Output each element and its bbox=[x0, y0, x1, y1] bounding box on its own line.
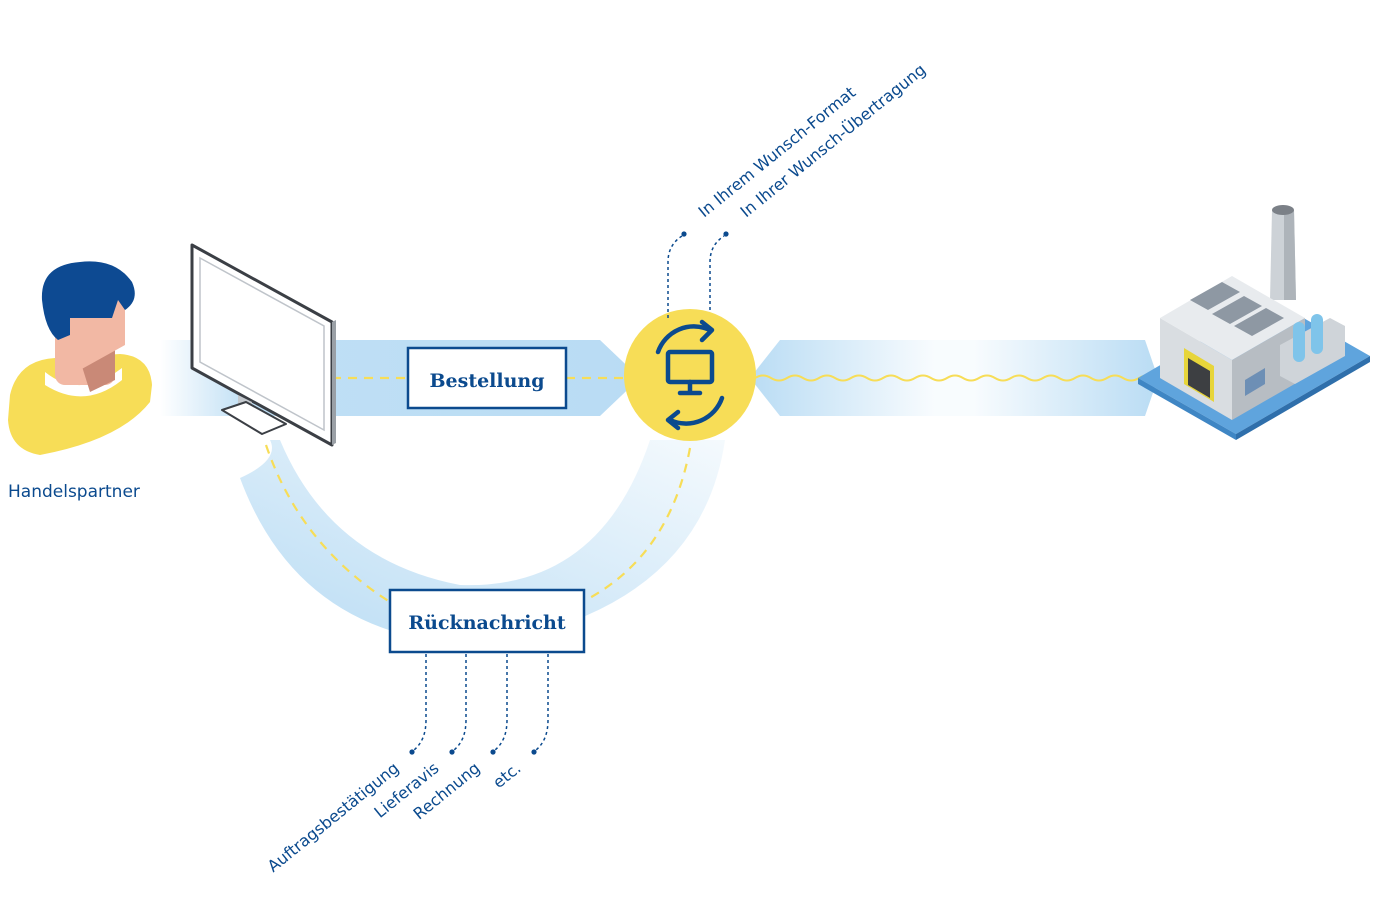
reply-leader-1 bbox=[413, 654, 427, 751]
order-label: Bestellung bbox=[429, 370, 544, 392]
reply-label: Rücknachricht bbox=[408, 612, 565, 634]
hub-leader-1 bbox=[667, 235, 683, 318]
factory-tank-2 bbox=[1311, 314, 1323, 354]
reply-leader-4 bbox=[535, 654, 549, 751]
reply-box-frame bbox=[388, 588, 586, 654]
hub-circle bbox=[624, 309, 756, 441]
reply-leaders bbox=[413, 654, 549, 751]
sync-monitor-icon bbox=[655, 319, 725, 431]
hub-note-format: In Ihrem Wunsch-Format bbox=[695, 83, 860, 221]
actor-label: Handelspartner bbox=[8, 482, 140, 502]
reply-leader-2-dot bbox=[449, 749, 455, 755]
reply-type-etc: etc. bbox=[489, 758, 524, 792]
monitor bbox=[190, 243, 336, 447]
hub-leader-2-dot bbox=[723, 231, 729, 237]
factory-vent bbox=[1245, 368, 1265, 396]
reply-leader-2 bbox=[453, 654, 467, 751]
monitor-screen bbox=[199, 256, 325, 432]
hub-leader-2 bbox=[709, 235, 725, 310]
factory-base-edge bbox=[1138, 378, 1236, 440]
factory-solar-panel-2 bbox=[1212, 296, 1262, 324]
reply-flow-arc bbox=[240, 440, 725, 645]
reply-dash-left bbox=[264, 444, 391, 603]
order-box-frame bbox=[406, 346, 568, 410]
reply-leader-3-dot bbox=[490, 749, 496, 755]
reply-dash-right bbox=[585, 447, 692, 601]
factory bbox=[1138, 205, 1370, 440]
factory-flow-band bbox=[750, 340, 1158, 416]
factory-chimney-shade bbox=[1284, 210, 1296, 300]
monitor-stand-foot bbox=[221, 401, 287, 435]
person-hair bbox=[41, 261, 135, 340]
factory-door-dark bbox=[1188, 358, 1210, 398]
factory-solar-panel-1 bbox=[1190, 282, 1240, 310]
factory-chimney-top bbox=[1272, 205, 1294, 215]
hub-note-transfer: In Ihrer Wunsch-Übertragung bbox=[737, 60, 930, 221]
factory-tank-1 bbox=[1293, 322, 1305, 362]
order-message-box: Bestellung bbox=[406, 346, 568, 410]
hub-leader-1-dot bbox=[681, 231, 687, 237]
person-collar bbox=[45, 368, 122, 397]
factory-solar-panel-3 bbox=[1234, 308, 1284, 336]
reply-leader-3 bbox=[494, 654, 508, 751]
factory-wavy-line bbox=[754, 374, 1156, 382]
reply-leader-4-dot bbox=[531, 749, 537, 755]
reply-message-box: Rücknachricht bbox=[388, 588, 586, 654]
monitor-side bbox=[332, 320, 336, 445]
person-avatar bbox=[8, 261, 152, 455]
dashed-connectors bbox=[264, 376, 692, 603]
factory-base-edge-right bbox=[1236, 356, 1370, 440]
sync-hub bbox=[624, 309, 756, 441]
hub-note-leaders bbox=[667, 235, 725, 318]
reply-leader-1-dot bbox=[409, 749, 415, 755]
